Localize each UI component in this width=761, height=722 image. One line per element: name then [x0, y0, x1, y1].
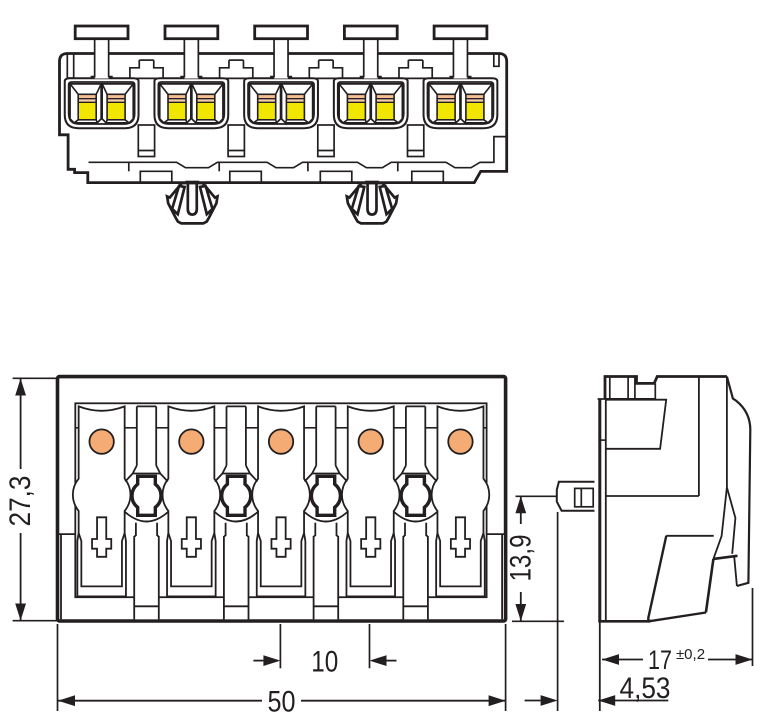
svg-text:13,9: 13,9 — [505, 535, 538, 582]
svg-text:10: 10 — [311, 645, 338, 678]
svg-text:±0,2: ±0,2 — [676, 646, 705, 663]
svg-text:17: 17 — [648, 645, 672, 675]
svg-text:4,53: 4,53 — [620, 672, 671, 705]
svg-text:50: 50 — [268, 685, 296, 718]
svg-text:27,3: 27,3 — [4, 476, 37, 527]
